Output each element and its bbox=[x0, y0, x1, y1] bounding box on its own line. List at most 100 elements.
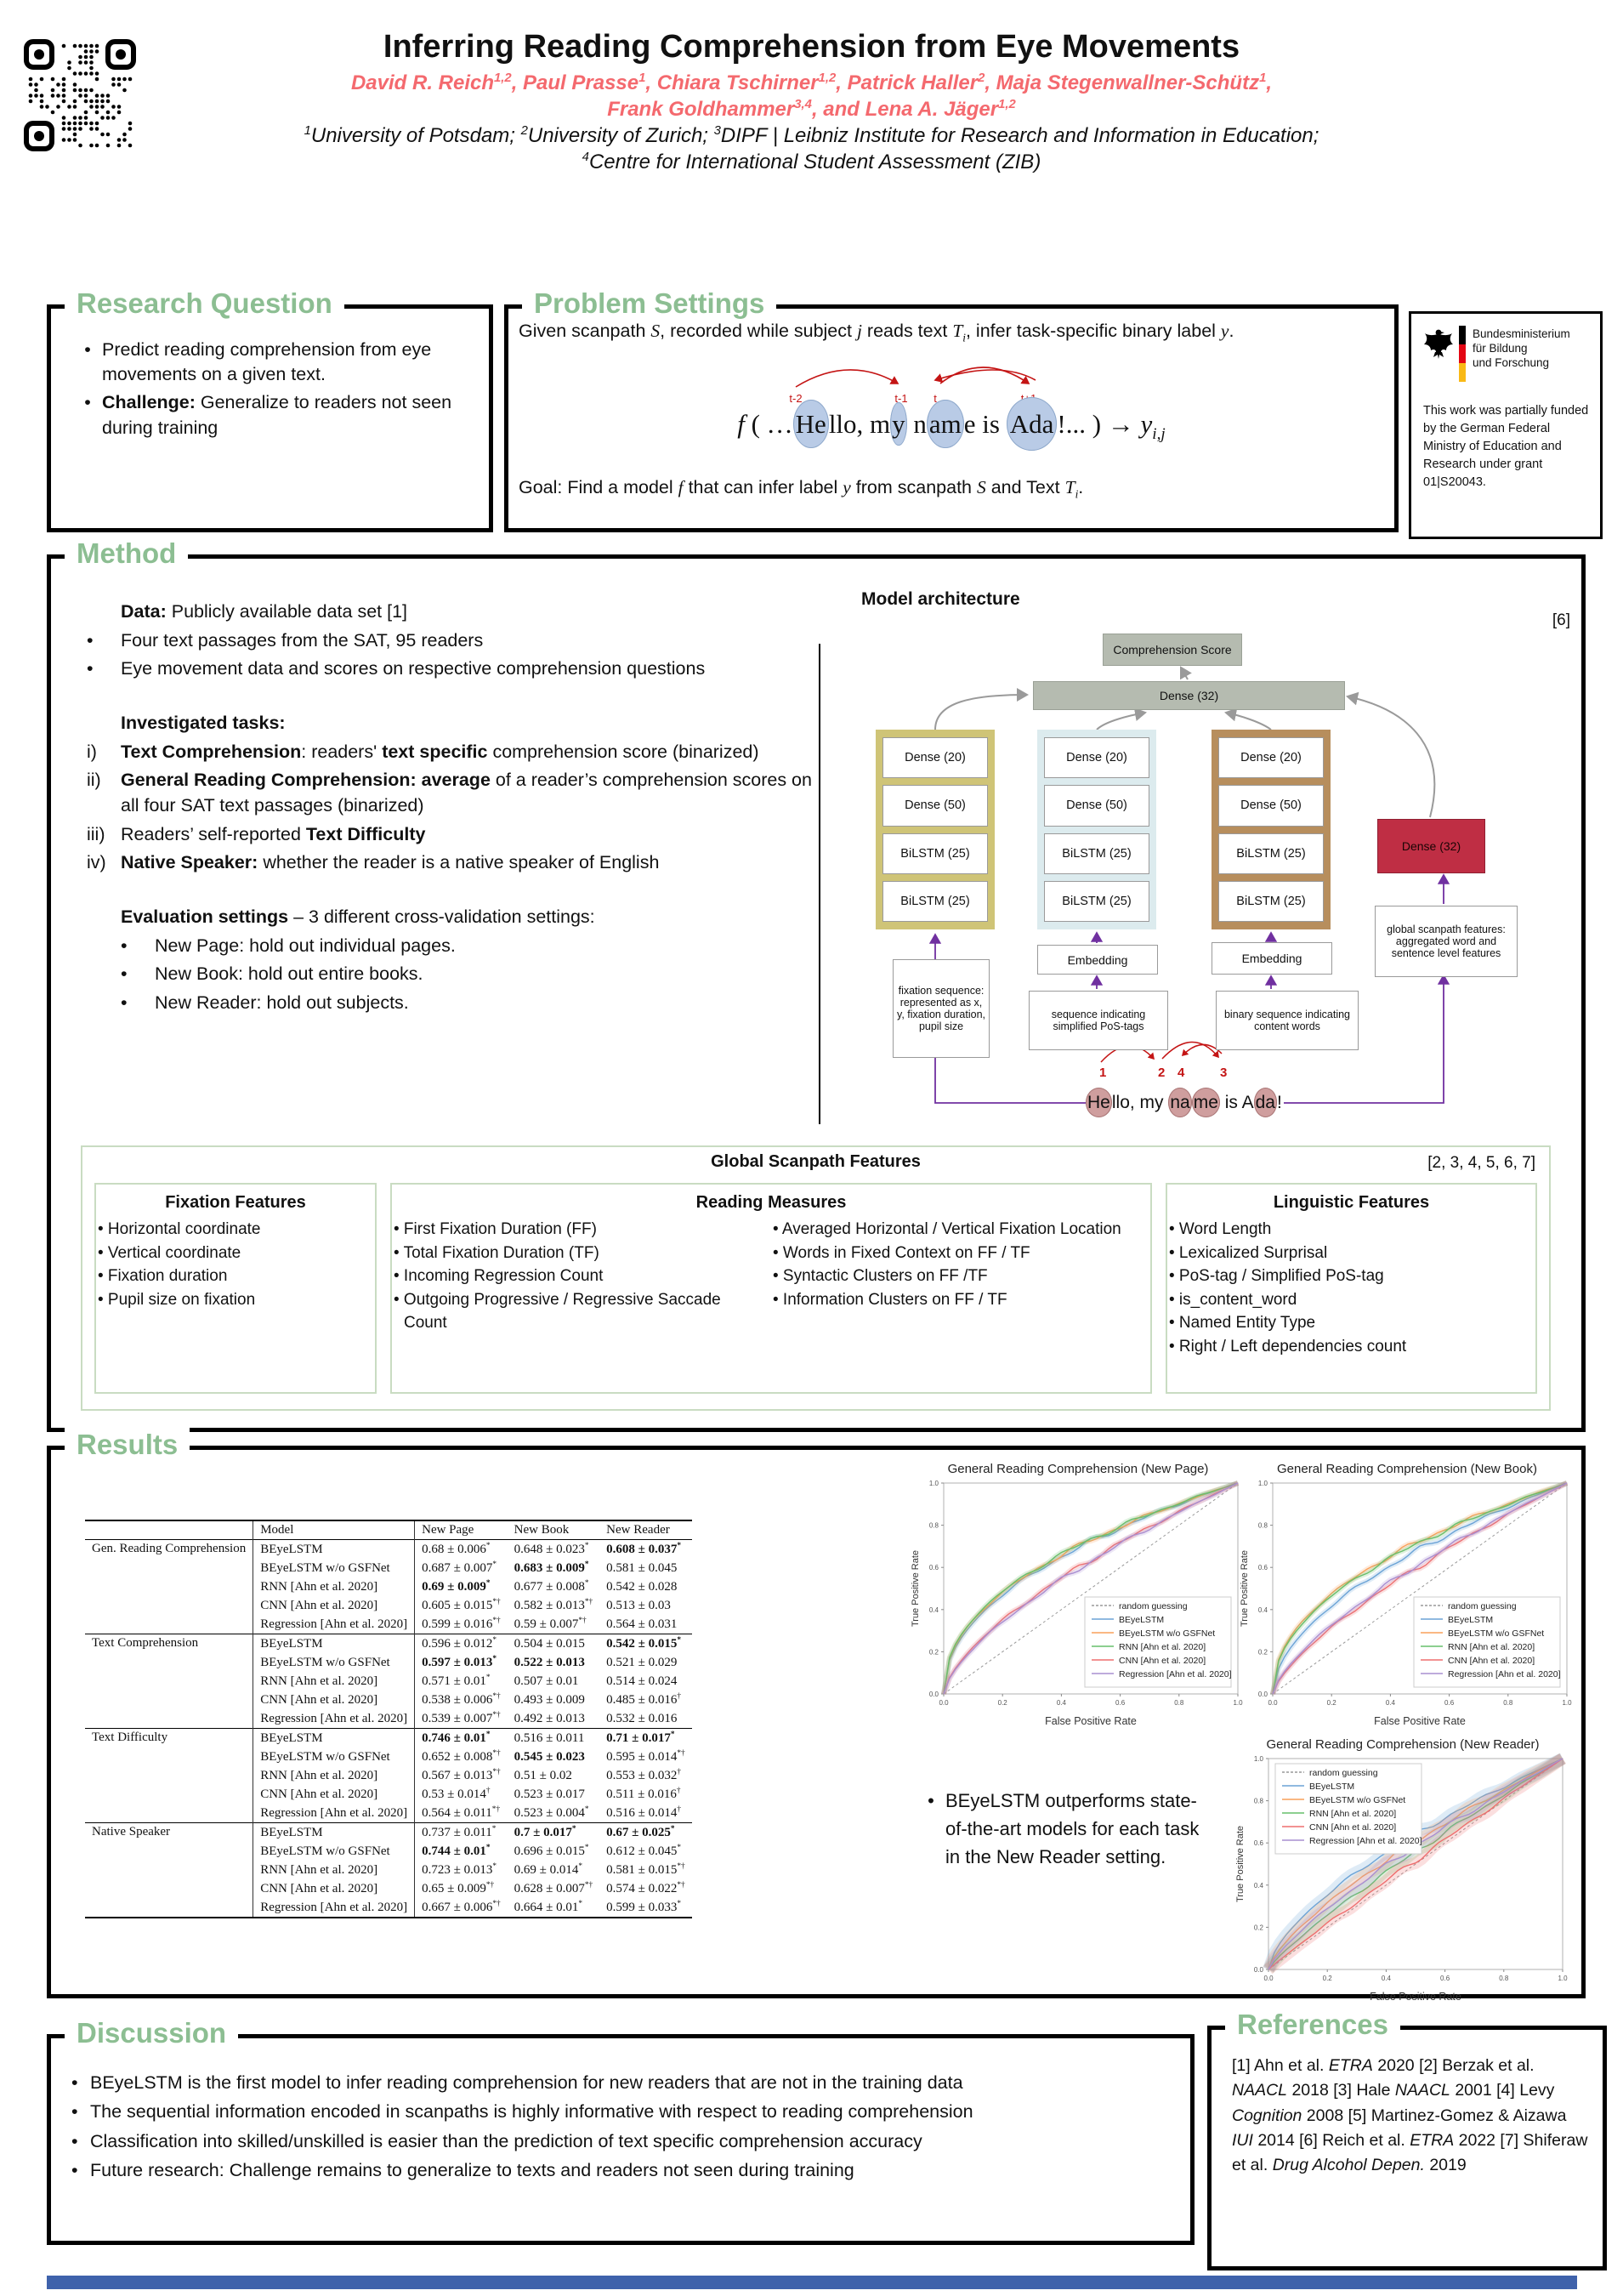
author: , and Lena A. Jäger bbox=[811, 98, 999, 121]
reference: NAACL bbox=[1232, 2081, 1288, 2100]
metric-cell: 0.597 ± 0.013* bbox=[414, 1653, 508, 1672]
metric-cell: 0.53 ± 0.014† bbox=[414, 1785, 508, 1804]
text-segment: that can infer label bbox=[683, 477, 843, 497]
metric-cell: 0.69 ± 0.014* bbox=[514, 1862, 583, 1877]
layer-node: Dense (50) bbox=[1044, 785, 1149, 827]
decor: iv) bbox=[87, 852, 106, 873]
text-segment: y bbox=[1140, 409, 1153, 439]
metric-cell: 0.492 ± 0.013 bbox=[514, 1711, 585, 1725]
decor bbox=[39, 99, 44, 104]
decor: random guessing bbox=[1309, 1768, 1378, 1778]
metric-cell: 0.581 ± 0.045 bbox=[606, 1560, 678, 1575]
decor: Regression [Ahn et al. 2020] bbox=[1448, 1669, 1561, 1679]
metric-cell: 0.485 ± 0.016† bbox=[606, 1692, 682, 1707]
decor bbox=[34, 82, 38, 87]
metric-cell: 0.683 ± 0.009* bbox=[514, 1560, 589, 1575]
table-row: RNN [Ahn et al. 2020]0.567 ± 0.013*†0.51… bbox=[85, 1766, 692, 1785]
model-name: BEyeLSTM bbox=[253, 1539, 415, 1559]
decor: • Horizontal coordinate• Vertical coordi… bbox=[96, 1218, 375, 1311]
decor bbox=[89, 43, 94, 48]
decor bbox=[78, 88, 82, 93]
linguistic-features-box: Linguistic Features • Word Length• Lexic… bbox=[1166, 1183, 1537, 1394]
decor: False Positive Rate bbox=[1374, 1715, 1466, 1727]
fixation-number: 3 bbox=[1220, 1066, 1228, 1080]
decor: Regression [Ahn et al. 2020] bbox=[1119, 1669, 1232, 1679]
layer-node: BiLSTM (25) bbox=[882, 880, 988, 922]
text-segment: ( bbox=[744, 409, 767, 439]
problem-settings-box: Problem Settings Given scanpath S, recor… bbox=[504, 286, 1399, 532]
metric-cell: 0.521 ± 0.029 bbox=[606, 1655, 678, 1669]
reference: NAACL bbox=[1394, 2081, 1450, 2100]
decor: 1.0 bbox=[1258, 1480, 1268, 1487]
layer-node: Dense (20) bbox=[1044, 737, 1149, 779]
decor: 0.8 bbox=[1254, 1798, 1264, 1805]
text-segment: Goal: Find a model bbox=[519, 477, 678, 497]
decor: 0.6 bbox=[1258, 1564, 1268, 1571]
table-row: Regression [Ahn et al. 2020]0.667 ± 0.00… bbox=[85, 1898, 692, 1918]
decor bbox=[116, 105, 122, 109]
decor: The sequential information encoded in sc… bbox=[90, 2101, 973, 2123]
decor: • Word Length• Lexicalized Surprisal• Po… bbox=[1167, 1218, 1535, 1358]
decor bbox=[1459, 363, 1466, 382]
decor: und Forschung bbox=[1473, 355, 1550, 369]
decor: • bbox=[71, 2159, 78, 2180]
model-name: BEyeLSTM bbox=[253, 1634, 415, 1653]
decor: Eye movement data and scores on respecti… bbox=[121, 656, 835, 682]
fixation-number: 1 bbox=[1099, 1066, 1107, 1080]
decor: True Positive Rate bbox=[1235, 1826, 1246, 1902]
decor bbox=[28, 82, 33, 87]
decor bbox=[89, 65, 94, 71]
metric-cell: 0.564 ± 0.011*† bbox=[414, 1804, 508, 1823]
decor bbox=[116, 138, 122, 142]
decor bbox=[105, 143, 111, 148]
decor bbox=[67, 138, 71, 142]
decor: *† bbox=[584, 1598, 593, 1606]
funding-text: This work was partially funded by the Ge… bbox=[1423, 404, 1589, 490]
decor: 1,2 bbox=[494, 71, 512, 85]
decor: i bbox=[962, 331, 966, 344]
decor bbox=[89, 49, 94, 54]
author: 1 bbox=[1259, 71, 1266, 94]
metric-cell: 0.596 ± 0.012* bbox=[414, 1634, 508, 1653]
metric-cell: 0.664 ± 0.01* bbox=[514, 1900, 583, 1914]
roc-plot-new_page: General Reading Comprehension (New Page)… bbox=[908, 1462, 1248, 1736]
reference: 2022 [7] Shiferaw et al. bbox=[1232, 2130, 1588, 2174]
decor bbox=[1435, 329, 1442, 336]
decor bbox=[34, 94, 38, 98]
model-name: RNN [Ahn et al. 2020] bbox=[253, 1577, 415, 1596]
decor: 0.6 bbox=[1440, 1975, 1450, 1982]
decor bbox=[1096, 708, 1147, 730]
formula: f ( …Hello, my name is Ada!... ) → yi,j bbox=[508, 397, 1394, 451]
decor bbox=[67, 65, 71, 71]
metric-cell: 0.595 ± 0.014*† bbox=[606, 1749, 685, 1764]
decor: * bbox=[584, 1844, 589, 1852]
table-row: RNN [Ahn et al. 2020]0.723 ± 0.013*0.69 … bbox=[85, 1861, 692, 1879]
text-segment: and Text bbox=[985, 477, 1065, 497]
text-segment: General Reading Comprehension: average bbox=[121, 770, 491, 791]
decor bbox=[1424, 333, 1453, 352]
table-row: RNN [Ahn et al. 2020]0.571 ± 0.01*0.507 … bbox=[85, 1672, 692, 1691]
decor bbox=[83, 94, 88, 98]
decor: *† bbox=[677, 1881, 685, 1890]
text-segment: whether the reader is a native speaker o… bbox=[258, 852, 660, 873]
decor: * bbox=[485, 1542, 491, 1550]
task-group-label: Text Comprehension bbox=[92, 1636, 199, 1650]
decor: 0.6 bbox=[1254, 1839, 1264, 1847]
affiliation: 1 bbox=[304, 124, 311, 147]
decor bbox=[50, 94, 55, 98]
decor bbox=[105, 132, 111, 137]
decor: random guessing bbox=[1119, 1601, 1188, 1611]
decor: 0.2 bbox=[1323, 1975, 1333, 1982]
decor: Regression [Ahn et al. 2020] bbox=[1309, 1836, 1422, 1846]
decor bbox=[934, 688, 1029, 730]
results-note: •BEyeLSTM outperforms state-of-the-art m… bbox=[916, 1783, 1210, 1874]
funding-box: Bundesministerium für Bildung und Forsch… bbox=[1409, 311, 1603, 539]
decor: 1.0 bbox=[929, 1480, 939, 1487]
decor: BEyeLSTM bbox=[1448, 1615, 1493, 1625]
text-segment: text specific bbox=[382, 741, 488, 762]
text-segment: New Page: hold out individual pages. bbox=[155, 935, 456, 956]
model-name: Regression [Ahn et al. 2020] bbox=[253, 1709, 415, 1729]
